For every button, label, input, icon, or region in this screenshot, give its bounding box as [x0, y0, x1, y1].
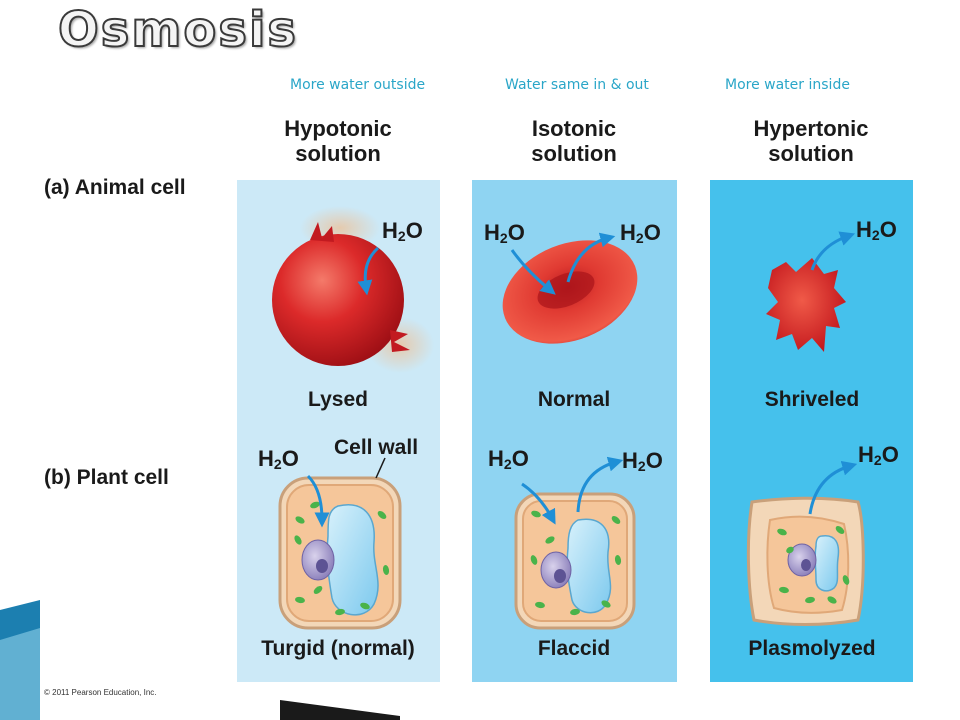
water-o: O: [643, 220, 661, 245]
caption-turgid: Turgid (normal): [261, 637, 415, 660]
row-label-plant: (b) Plant cell: [44, 466, 169, 489]
water-h: H: [856, 217, 872, 242]
caption-shriveled: Shriveled: [764, 388, 860, 411]
water-o: O: [645, 448, 663, 473]
heading-hypotonic-line2: solution: [295, 141, 381, 166]
heading-hypertonic-line1: Hypertonic: [753, 116, 869, 141]
heading-isotonic: Isotonic solution: [464, 116, 684, 166]
water-sub: 2: [499, 230, 508, 246]
water-sub: 2: [635, 230, 644, 246]
water-label-iso-plant-out: H2O: [622, 448, 663, 474]
water-h: H: [622, 448, 638, 473]
water-label-iso-animal-in: H2O: [484, 220, 525, 246]
chloroplasts: [294, 501, 850, 616]
heading-isotonic-line1: Isotonic: [531, 116, 617, 141]
water-h: H: [488, 446, 504, 471]
heading-isotonic-line2: solution: [531, 141, 617, 166]
water-o: O: [507, 220, 525, 245]
cell-wall-pointer: [375, 457, 386, 479]
water-h: H: [620, 220, 636, 245]
lysed-cell: [272, 206, 434, 373]
plasmolyzed-plant-cell: [746, 496, 865, 626]
turgid-plant-cell: [278, 476, 402, 630]
note-isotonic: Water same in & out: [505, 77, 649, 93]
water-label-hyper-plant: H2O: [858, 442, 899, 468]
slide-title: Osmosis: [57, 1, 298, 59]
water-label-hypo-animal: H2O: [382, 218, 423, 244]
caption-normal: Normal: [537, 388, 611, 411]
water-h: H: [484, 220, 500, 245]
row-label-animal: (a) Animal cell: [44, 176, 186, 199]
caption-plasmolyzed: Plasmolyzed: [748, 637, 876, 660]
water-sub: 2: [873, 452, 882, 468]
water-sub: 2: [503, 456, 512, 472]
water-h: H: [858, 442, 874, 467]
water-label-hyper-animal: H2O: [856, 217, 897, 243]
heading-hypertonic-line2: solution: [768, 141, 854, 166]
shriveled-cell: [766, 258, 846, 352]
water-sub: 2: [637, 458, 646, 474]
copyright-notice: © 2011 Pearson Education, Inc.: [44, 688, 157, 697]
water-o: O: [281, 446, 299, 471]
water-sub: 2: [273, 456, 282, 472]
water-label-iso-plant-in: H2O: [488, 446, 529, 472]
heading-hypotonic: Hypotonic solution: [228, 116, 448, 166]
water-h: H: [382, 218, 398, 243]
water-o: O: [881, 442, 899, 467]
caption-flaccid: Flaccid: [537, 637, 611, 660]
heading-hypertonic: Hypertonic solution: [701, 116, 921, 166]
water-o: O: [511, 446, 529, 471]
water-o: O: [879, 217, 897, 242]
water-o: O: [405, 218, 423, 243]
water-h: H: [258, 446, 274, 471]
note-hypotonic: More water outside: [290, 77, 426, 93]
water-label-iso-animal-out: H2O: [620, 220, 661, 246]
note-hypertonic: More water inside: [725, 77, 850, 93]
heading-hypotonic-line1: Hypotonic: [284, 116, 392, 141]
water-flow-arrows: [306, 231, 858, 528]
water-label-hypo-plant: H2O: [258, 446, 299, 472]
caption-lysed: Lysed: [308, 388, 368, 411]
cell-wall-label: Cell wall: [334, 436, 419, 459]
water-sub: 2: [397, 228, 406, 244]
flaccid-plant-cell: [514, 492, 636, 630]
water-sub: 2: [871, 227, 880, 243]
